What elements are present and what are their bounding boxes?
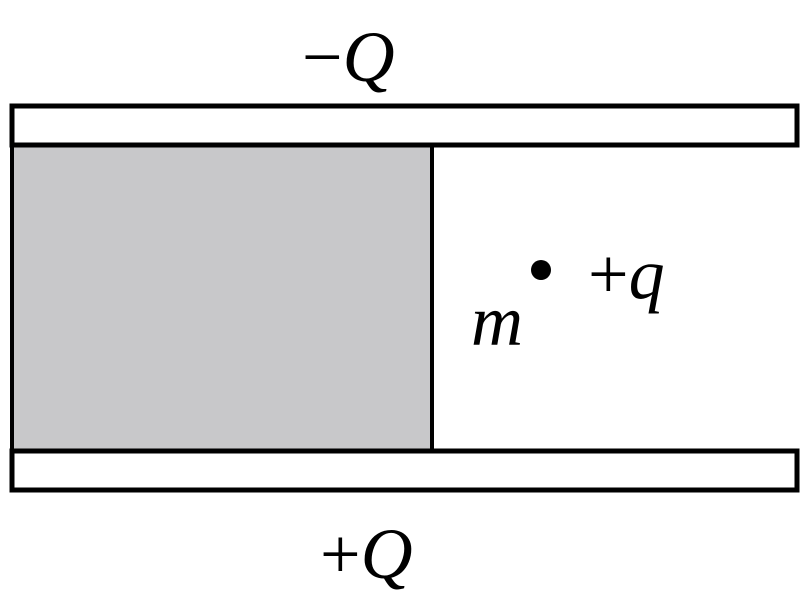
particle-mass-label: m [471, 281, 523, 361]
bottom-plate-charge-label: +Q [320, 514, 413, 594]
charged-particle [531, 260, 551, 280]
bottom-plate [9, 448, 800, 493]
top-plate [9, 103, 800, 148]
dielectric-slab [10, 143, 434, 453]
particle-charge-label: +q [588, 234, 665, 314]
bottom-plate-charge-sign: + [320, 514, 361, 594]
bottom-plate-charge-symbol: Q [361, 514, 413, 594]
top-plate-charge-label: −Q [302, 17, 395, 97]
top-plate-charge-symbol: Q [343, 17, 395, 97]
particle-charge-symbol: q [629, 234, 665, 314]
particle-charge-sign: + [588, 234, 629, 314]
top-plate-charge-sign: − [302, 17, 343, 97]
